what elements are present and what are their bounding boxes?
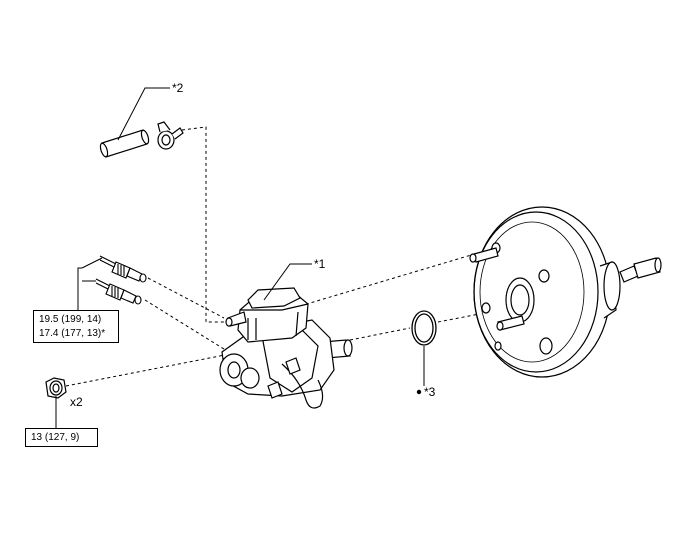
hose-guide-line (181, 126, 228, 323)
brake-lines-torque-value-1: 19.5 (199, 14) (39, 314, 102, 325)
assembly-guide-lines (65, 126, 501, 387)
hose-clip-leader (117, 87, 170, 141)
brake-line-upper-guide (147, 277, 225, 319)
vacuum-hose (99, 129, 150, 158)
nut-torque-box: 13 (127, 9) (25, 428, 98, 447)
hose-clip (157, 121, 184, 150)
callout-hose-clip: *2 (172, 81, 184, 95)
oring-to-booster-guide (437, 309, 501, 323)
leader-lines (55, 87, 425, 428)
nut-torque-value: 13 (127, 9) (31, 432, 80, 443)
master-cylinder (219, 287, 353, 409)
nut-guide-line (65, 353, 231, 387)
brake-line-lower (95, 278, 142, 305)
callout-master-cylinder: *1 (314, 257, 326, 271)
master-cylinder-leader (263, 263, 312, 301)
brake-lines-leader (81, 257, 103, 269)
brake-lines-torque-box: 19.5 (199, 14) 17.4 (177, 13)* (33, 310, 119, 343)
nut-quantity-label: x2 (70, 395, 83, 409)
body-to-oring-guide (349, 327, 411, 341)
brake-line-upper (99, 255, 147, 283)
callout-o-ring: *3 (424, 385, 436, 399)
brake-line-lower-guide (144, 299, 233, 355)
brake-lines-torque-value-2: 17.4 (177, 13)* (39, 328, 106, 339)
new-part-bullet (416, 389, 422, 395)
fluid-level-sensor-wire (281, 363, 324, 409)
reservoir-to-booster-guide (299, 249, 489, 307)
nut (45, 377, 67, 399)
torque-bracket (77, 267, 82, 310)
brake-booster (469, 206, 662, 378)
o-ring (411, 310, 437, 346)
reservoir-cap (247, 287, 301, 309)
